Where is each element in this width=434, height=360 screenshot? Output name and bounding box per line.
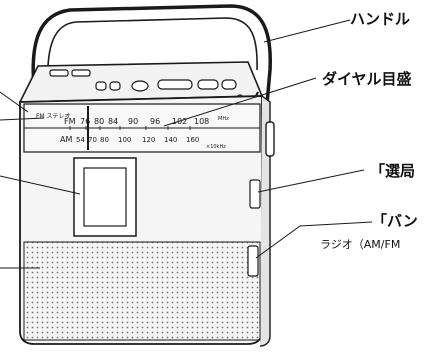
callout-band-switch: 「バン: [372, 212, 418, 230]
am-mark: 120: [142, 136, 155, 144]
select-knob: [265, 121, 275, 157]
am-mark: 70: [88, 136, 97, 144]
radio-handle: [31, 4, 272, 161]
callout-select-switch: 「選局: [370, 162, 416, 180]
stereo-label: FM ステレオ: [36, 113, 71, 120]
am-mark: 100: [118, 136, 131, 144]
am-mark: 80: [100, 136, 109, 144]
callout-band-switch-sub: ラジオ（AM/FM: [320, 238, 401, 251]
am-unit: ×10kHz: [206, 144, 226, 150]
cassette-window: [83, 167, 127, 227]
callout-tuning-scale: ダイヤル目盛: [322, 70, 412, 88]
band-switch: [247, 245, 259, 277]
top-buttons: [49, 69, 244, 102]
callout-handle: ハンドル: [350, 10, 411, 28]
am-label: AM: [60, 135, 72, 144]
am-mark: 160: [186, 136, 199, 144]
fm-mark: 96: [150, 117, 160, 126]
fm-label: FM: [64, 117, 76, 126]
am-mark: 140: [164, 136, 177, 144]
leader-lines: [0, 19, 373, 269]
dial-ticks: [69, 126, 191, 130]
fm-mark: 80: [94, 117, 104, 126]
fm-mark: 108: [194, 117, 209, 126]
fm-mark: 84: [108, 117, 118, 126]
speaker-grille: [23, 241, 261, 341]
fm-mark: 90: [128, 117, 138, 126]
fm-mark: 76: [80, 117, 90, 126]
am-mark: 54: [76, 136, 85, 144]
fm-unit: MHz: [218, 116, 229, 122]
side-selector: [249, 179, 261, 209]
